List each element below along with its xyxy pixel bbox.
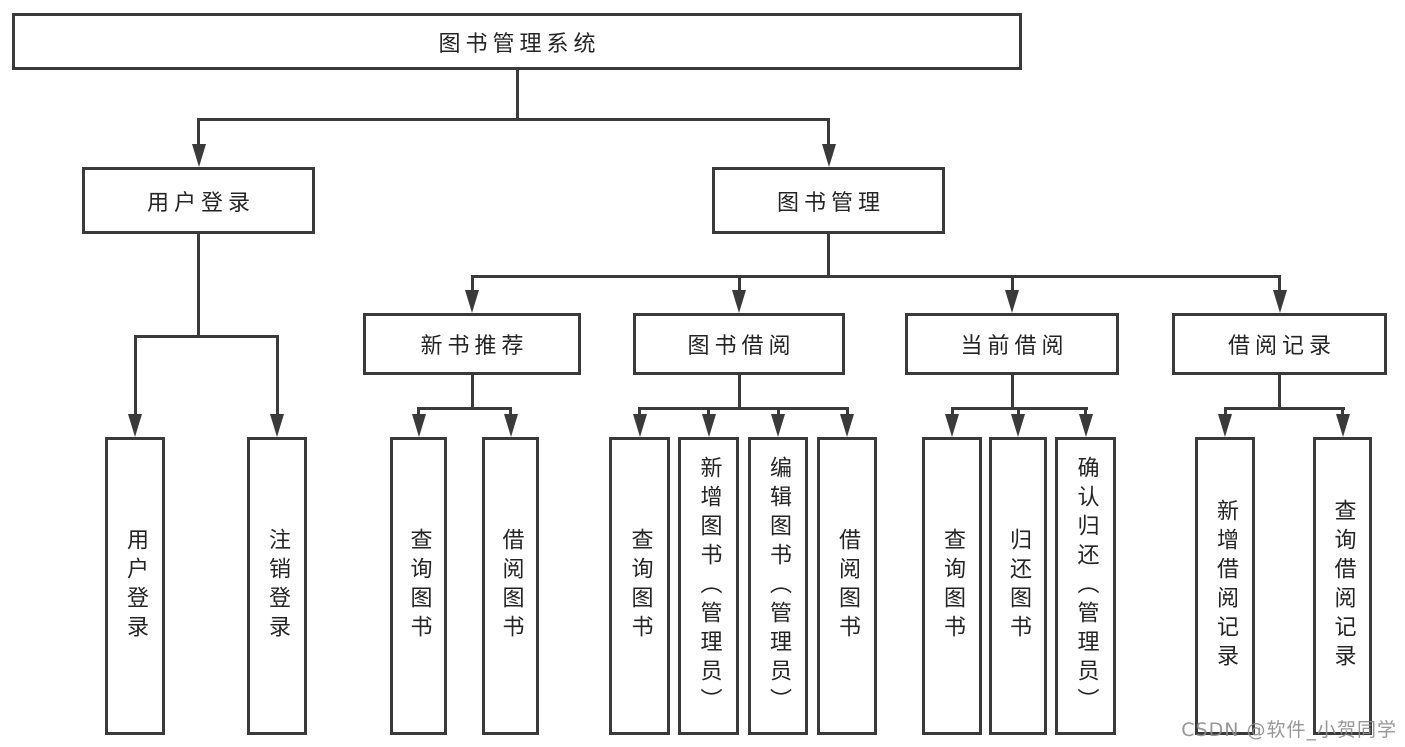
- connector-arrow: [771, 414, 785, 437]
- connector-arrow: [191, 144, 206, 167]
- node-user-login: 用户登录: [82, 167, 315, 234]
- node-borrowing-records: 借阅记录: [1172, 313, 1387, 375]
- connector-line: [737, 375, 741, 407]
- node-current-borrowing: 当前借阅: [905, 313, 1119, 375]
- connector-arrow: [840, 414, 854, 437]
- connector-line: [515, 70, 519, 118]
- connector-line: [1223, 407, 1345, 410]
- connector-line: [133, 335, 137, 415]
- node-edit-books-admin: 编辑图书（管理员）: [748, 437, 808, 735]
- connector-arrow: [270, 414, 284, 437]
- connector-line: [1084, 407, 1087, 417]
- csdn-watermark: CSDN @软件_小贺同学: [1181, 719, 1397, 741]
- connector-line: [776, 407, 780, 417]
- connector-line: [1010, 375, 1014, 407]
- connector-arrow: [1272, 290, 1287, 313]
- connector-line: [827, 234, 830, 278]
- connector-arrow: [1011, 414, 1025, 437]
- node-borrow-books-borrowing: 借阅图书: [817, 437, 877, 735]
- connector-line: [707, 407, 710, 417]
- connector-arrow: [632, 414, 647, 437]
- node-user-login-action: 用户登录: [105, 437, 165, 735]
- connector-line: [417, 407, 420, 417]
- connector-arrow: [465, 290, 479, 313]
- connector-line: [197, 118, 200, 146]
- node-query-borrow-record: 查询借阅记录: [1313, 437, 1372, 735]
- node-query-books-recommend: 查询图书: [390, 437, 447, 735]
- connector-line: [470, 375, 474, 407]
- connector-arrow: [732, 290, 746, 313]
- connector-line: [197, 234, 200, 335]
- connector-arrow: [945, 414, 959, 437]
- node-confirm-return-admin: 确认归还（管理员）: [1055, 437, 1116, 735]
- node-query-books-current: 查询图书: [922, 437, 982, 735]
- node-add-books-admin: 新增图书（管理员）: [678, 437, 739, 735]
- connector-arrow: [1335, 414, 1350, 437]
- node-logout: 注销登录: [247, 437, 307, 735]
- node-add-borrow-record: 新增借阅记录: [1195, 437, 1255, 735]
- connector-line: [133, 335, 279, 338]
- connector-arrow: [503, 414, 518, 437]
- connector-arrow: [1218, 414, 1232, 437]
- connector-line: [470, 275, 474, 292]
- connector-line: [1016, 407, 1020, 417]
- connector-arrow: [701, 414, 716, 437]
- connector-arrow: [821, 144, 836, 167]
- connector-line: [638, 407, 641, 417]
- connector-arrow: [1005, 290, 1019, 313]
- connector-line: [417, 407, 512, 410]
- connector-line: [509, 407, 512, 417]
- node-borrow-books-recommend: 借阅图书: [482, 437, 539, 735]
- node-book-management: 图书管理: [712, 167, 945, 234]
- connector-line: [1010, 275, 1014, 292]
- connector-arrow: [128, 414, 142, 437]
- connector-line: [470, 275, 1281, 278]
- connector-arrow: [411, 414, 426, 437]
- connector-line: [275, 335, 279, 415]
- node-new-book-recommendation: 新书推荐: [363, 313, 581, 375]
- connector-line: [950, 407, 954, 417]
- connector-line: [1341, 407, 1344, 417]
- connector-line: [197, 118, 830, 121]
- connector-line: [1278, 375, 1281, 407]
- connector-line: [737, 275, 741, 292]
- connector-line: [845, 407, 849, 417]
- connector-line: [1278, 275, 1281, 292]
- connector-arrow: [1078, 414, 1093, 437]
- connector-line: [638, 407, 849, 410]
- connector-line: [1223, 407, 1227, 417]
- node-return-books: 归还图书: [989, 437, 1047, 735]
- node-library-management-system: 图书管理系统: [12, 13, 1022, 70]
- node-book-borrowing: 图书借阅: [633, 313, 845, 375]
- node-query-books-borrowing: 查询图书: [609, 437, 670, 735]
- connector-line: [827, 118, 830, 146]
